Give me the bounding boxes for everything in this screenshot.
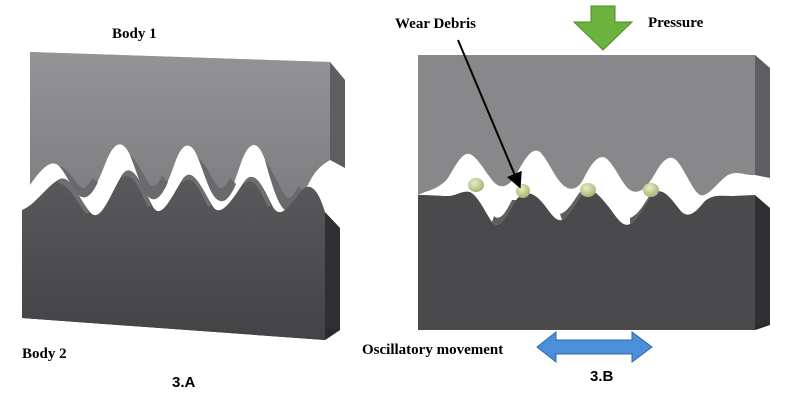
debris-particle (468, 178, 484, 192)
body-2-block (22, 170, 340, 340)
body-1-block (30, 52, 345, 212)
debris-particle (580, 183, 596, 197)
panel-b: Wear Debris Pressure Oscillatory movemen… (362, 5, 770, 385)
lower-body-block (418, 190, 770, 330)
panel-a: Body 1 Body 2 3.A (22, 26, 345, 391)
upper-body-block (418, 55, 770, 196)
caption-b: 3.B (590, 368, 614, 385)
body-2-label: Body 2 (22, 346, 67, 362)
debris-particle (516, 184, 530, 198)
wear-debris-label: Wear Debris (395, 16, 476, 32)
arrow-down-icon (572, 5, 634, 51)
pointer-arrow-icon (457, 39, 522, 189)
double-arrow-icon (536, 330, 653, 364)
caption-a: 3.A (172, 374, 196, 391)
pressure-label: Pressure (648, 15, 704, 31)
oscillatory-label: Oscillatory movement (362, 342, 503, 358)
debris-particle (643, 183, 659, 197)
body-1-label: Body 1 (112, 26, 157, 42)
